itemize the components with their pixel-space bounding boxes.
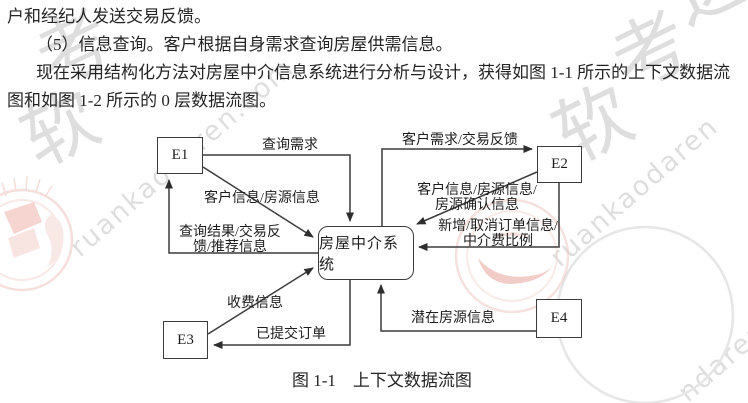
flow-label-line: 查询结果/交易反 [179,225,281,240]
flow-label-potential-house-info: 潜在房源信息 [411,311,495,326]
paragraph-line: （5）信息查询。客户根据自身需求查询房屋供需信息。 [36,35,453,54]
watermark-circle [555,225,735,403]
flow-label-query-result: 查询结果/交易反 馈/推荐信息 [172,225,288,255]
process-label: 房屋中介系统 [319,236,400,273]
flow-label-query-demand: 查询需求 [262,138,318,153]
flow-label-line: 房源确认信息 [435,198,519,213]
flow-label-order-fee: 新增/取消订单信息/ 中介费比例 [432,219,564,249]
paragraph-line: 图和如图 1-2 所示的 0 层数据流图。 [7,91,277,110]
stamp-logo-left [0,175,74,292]
flow-label-customer-demand-feedback: 客户需求/交易反馈 [402,133,518,148]
flow-label-customer-house-confirm: 客户信息/房源信息/ 房源确认信息 [410,183,544,213]
flow-label-customer-house-info: 客户信息/房源信息 [204,191,320,206]
watermark-site-text: ndaren [672,315,748,403]
process-housing-agency-system: 房屋中介系统 [318,226,414,280]
entity-e2: E2 [537,146,582,183]
paragraph-line: 户和经纪人发送交易反馈。 [7,7,211,26]
entity-label: E3 [177,331,194,348]
body-text: 户和经纪人发送交易反馈。 （5）信息查询。客户根据自身需求查询房屋供需信息。 现… [0,3,748,115]
stamp-logo-right [454,198,570,314]
entity-e3: E3 [163,321,208,359]
flow-label-line: 馈/推荐信息 [193,240,267,255]
flow-label-line: 新增/取消订单信息/ [438,219,558,234]
paragraph-line: 现在采用结构化方法对房屋中介信息系统进行分析与设计，获得如图 1-1 所示的上下… [36,63,731,82]
flow-label-charge-info: 收费信息 [227,296,283,311]
figure-caption: 图 1-1 上下文数据流图 [292,371,472,390]
flow-label-submitted-order: 已提交订单 [256,327,326,342]
entity-e4: E4 [536,299,582,338]
flow-line-query-demand [203,154,354,222]
entity-label: E4 [550,310,568,326]
entity-e1: E1 [157,137,203,174]
flow-label-line: 客户信息/房源信息/ [417,183,537,198]
flow-label-line: 中介费比例 [463,234,533,249]
watermark-site-text: ruankaodaren [544,111,724,273]
entity-label: E2 [551,156,568,172]
entity-label: E1 [171,147,189,163]
